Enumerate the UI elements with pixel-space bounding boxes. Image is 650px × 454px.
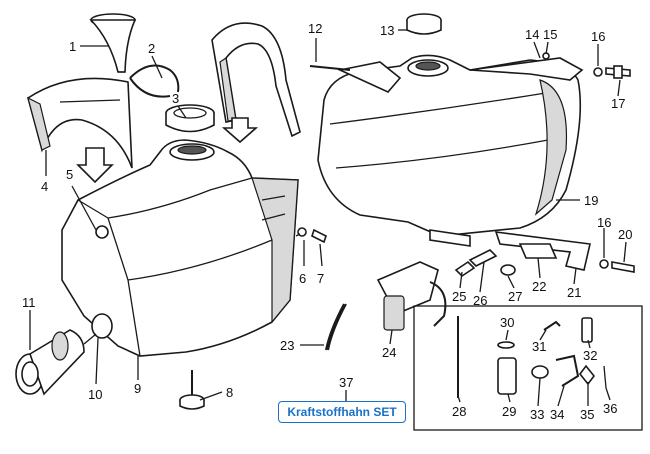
- callout-17: 17: [611, 96, 626, 111]
- fuel-tank-body: [317, 54, 584, 247]
- callout-5: 5: [66, 167, 74, 182]
- tap-set-box: [413, 305, 643, 431]
- callout-7: 7: [317, 271, 325, 286]
- fuel-hose-part: [325, 303, 347, 351]
- callout-6: 6: [299, 271, 307, 286]
- callout-14: 14: [525, 27, 540, 42]
- callout-3: 3: [172, 91, 180, 106]
- callout-31: 31: [532, 339, 547, 354]
- drain-plug-part: [179, 370, 205, 410]
- callout-20: 20: [618, 227, 633, 242]
- callout-35: 35: [580, 407, 595, 422]
- filler-cap-part: [406, 13, 442, 35]
- callout-23: 23: [280, 338, 295, 353]
- callout-13: 13: [380, 23, 395, 38]
- oil-tank-body: [61, 139, 299, 357]
- screw-washer-part: [295, 227, 327, 244]
- funnel-part: [89, 13, 137, 73]
- callout-24: 24: [382, 345, 397, 360]
- callout-9: 9: [134, 381, 142, 396]
- callout-15: 15: [543, 27, 558, 42]
- callout-8: 8: [226, 385, 234, 400]
- retaining-strap-part: [211, 22, 301, 138]
- callout-10: 10: [88, 387, 103, 402]
- callout-36: 36: [603, 401, 618, 416]
- callout-28: 28: [452, 404, 467, 419]
- callout-1: 1: [69, 39, 77, 54]
- fuel-tap-set-link[interactable]: Kraftstoffhahn SET: [278, 401, 406, 423]
- spring-clip-part: [129, 64, 180, 98]
- callout-19: 19: [584, 193, 599, 208]
- callout-29: 29: [502, 404, 517, 419]
- callout-25: 25: [452, 289, 467, 304]
- small-fittings-part: [454, 249, 516, 278]
- callout-33: 33: [530, 407, 545, 422]
- callout-26: 26: [473, 293, 488, 308]
- callout-22: 22: [532, 279, 547, 294]
- callout-12: 12: [308, 21, 323, 36]
- callout-21: 21: [567, 285, 582, 300]
- callout-11: 11: [22, 295, 36, 310]
- callout-32: 32: [583, 348, 598, 363]
- tank-bracket-part: [494, 231, 635, 273]
- sealing-ring-part: [165, 104, 215, 133]
- stud-part: [309, 65, 351, 71]
- callout-16-bottom: 16: [597, 215, 612, 230]
- leader-lines: [29, 29, 627, 407]
- callout-2: 2: [148, 41, 156, 56]
- outlet-fitting-part: [15, 313, 113, 396]
- rubber-cover-part: [27, 77, 133, 169]
- callout-4: 4: [41, 179, 49, 194]
- callout-16-top: 16: [591, 29, 606, 44]
- callout-30: 30: [500, 315, 515, 330]
- callout-34: 34: [550, 407, 565, 422]
- callout-27: 27: [508, 289, 523, 304]
- mounting-hardware-part: [542, 52, 631, 79]
- callout-37: 37: [339, 375, 354, 390]
- fuel-tap-part: [376, 261, 447, 331]
